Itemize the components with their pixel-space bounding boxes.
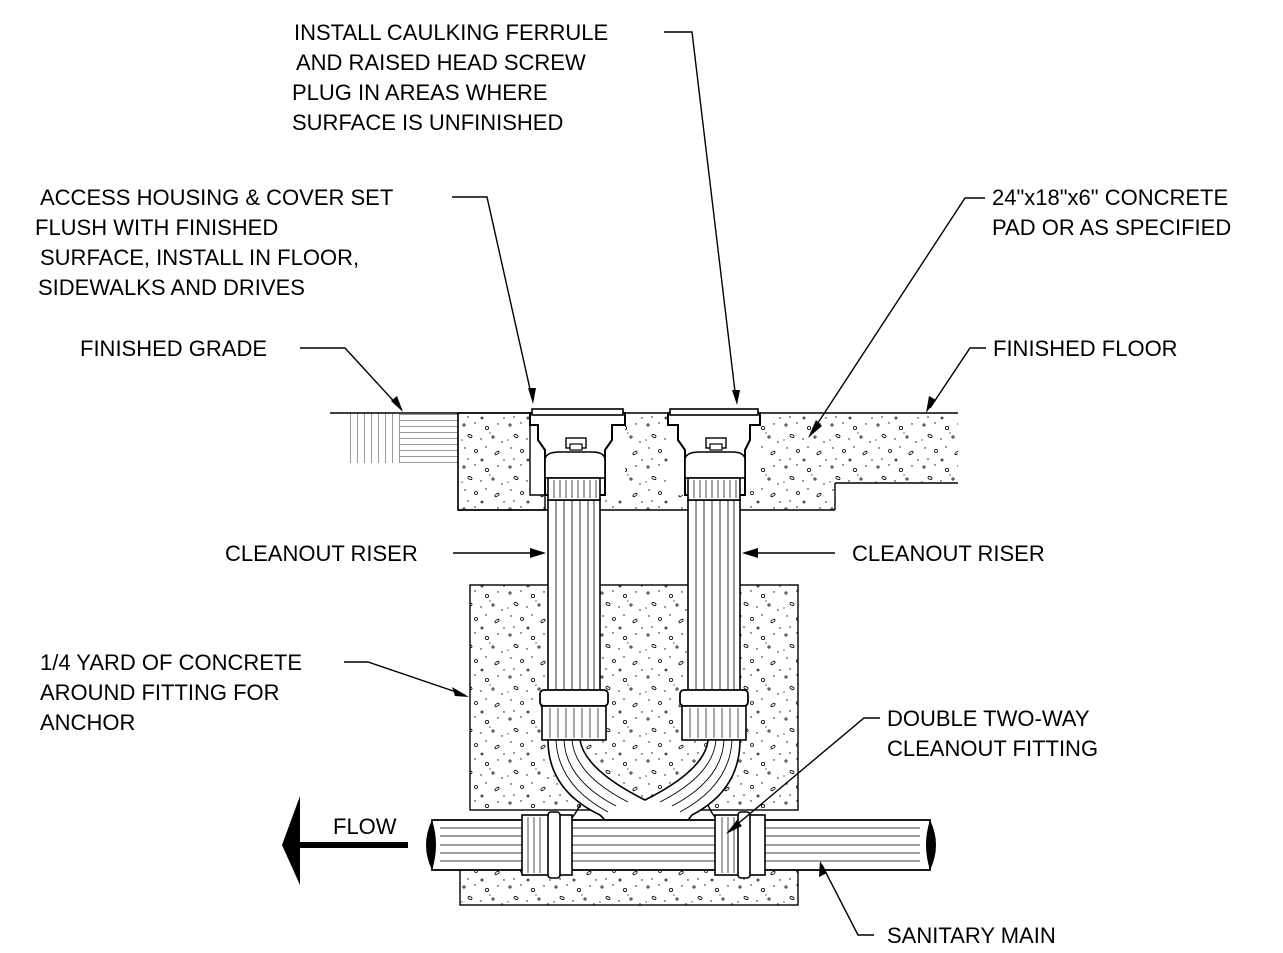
cleanout-riser-right-body [687, 499, 741, 696]
double-two-way-fitting [547, 739, 741, 821]
access-housing-left [529, 408, 626, 501]
leader-lines [300, 31, 986, 936]
flow-arrow-icon [282, 796, 408, 885]
label-fitting: DOUBLE TWO-WAY CLEANOUT FITTING [887, 706, 1098, 761]
ferrule-line-1: INSTALL CAULKING FERRULE [294, 20, 608, 45]
fitting-line-2: CLEANOUT FITTING [887, 736, 1098, 761]
label-riser-left: CLEANOUT RISER [225, 541, 418, 566]
finished-grade-hatch [350, 413, 458, 463]
label-housing: ACCESS HOUSING & COVER SET FLUSH WITH FI… [35, 185, 393, 300]
anchor-concrete [459, 584, 799, 906]
cleanout-riser-left-body [547, 499, 601, 696]
concrete-line-3: ANCHOR [40, 710, 135, 735]
label-pad: 24"x18"x6" CONCRETE PAD OR AS SPECIFIED [992, 185, 1231, 240]
housing-line-3: SURFACE, INSTALL IN FLOOR, [40, 245, 359, 270]
pad-line-1: 24"x18"x6" CONCRETE [992, 185, 1228, 210]
concrete-line-1: 1/4 YARD OF CONCRETE [40, 650, 302, 675]
label-finished-grade: FINISHED GRADE [80, 336, 267, 361]
housing-line-1: ACCESS HOUSING & COVER SET [40, 185, 393, 210]
label-riser-right: CLEANOUT RISER [852, 541, 1045, 566]
ferrule-line-3: PLUG IN AREAS WHERE [292, 80, 548, 105]
ferrule-line-4: SURFACE IS UNFINISHED [292, 110, 563, 135]
label-ferrule: INSTALL CAULKING FERRULE AND RAISED HEAD… [292, 20, 608, 135]
fitting-line-1: DOUBLE TWO-WAY [887, 706, 1090, 731]
access-housing-right [667, 408, 761, 501]
label-finished-floor: FINISHED FLOOR [993, 336, 1178, 361]
sanitary-main-pipe [426, 811, 936, 879]
pad-line-2: PAD OR AS SPECIFIED [992, 215, 1231, 240]
label-concrete: 1/4 YARD OF CONCRETE AROUND FITTING FOR … [40, 650, 302, 735]
ferrule-line-2: AND RAISED HEAD SCREW [296, 50, 586, 75]
label-flow: FLOW [333, 814, 397, 839]
housing-line-4: SIDEWALKS AND DRIVES [38, 275, 305, 300]
housing-line-2: FLUSH WITH FINISHED [35, 215, 278, 240]
concrete-line-2: AROUND FITTING FOR [40, 680, 280, 705]
label-sanitary-main: SANITARY MAIN [887, 923, 1056, 948]
